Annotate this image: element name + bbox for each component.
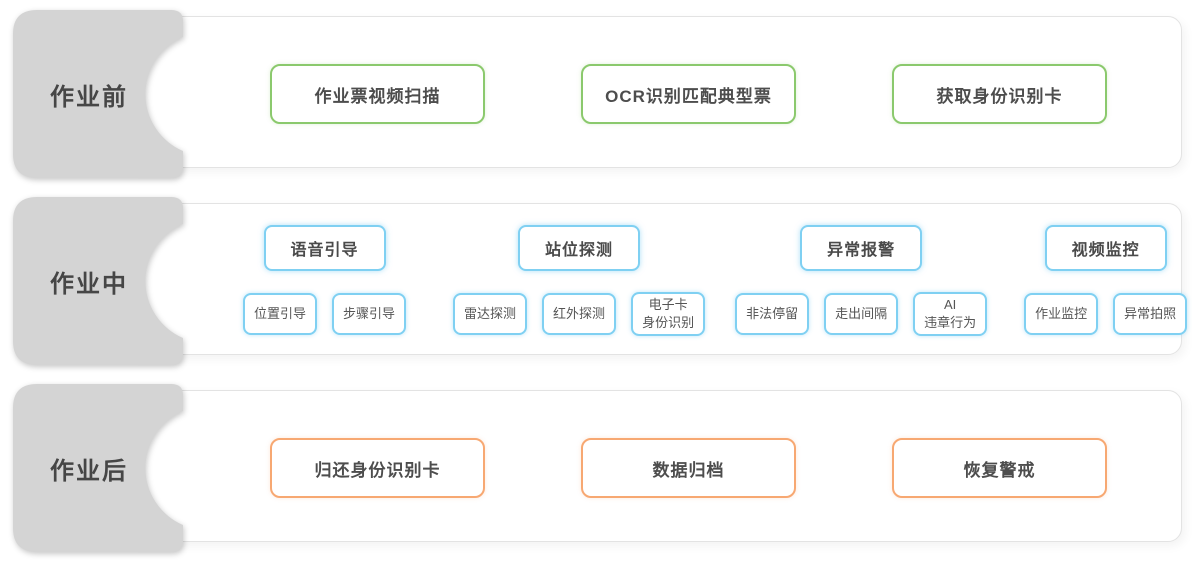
- phase-tab-shape: [13, 384, 183, 552]
- sub-box-infrared-detect: 红外探测: [542, 293, 617, 335]
- phase-tab-shape: [13, 197, 183, 365]
- group-header-voice-guide: 语音引导: [263, 225, 386, 271]
- group-header-abnormal-alarm: 异常报警: [800, 225, 923, 271]
- sub-box-ai-violation: AI 违章行为: [913, 291, 988, 337]
- phase-before-steps: 作业票视频扫描 OCR识别匹配典型票 获取身份识别卡: [270, 64, 1107, 124]
- step-box-ticket-video-scan: 作业票视频扫描: [270, 64, 485, 124]
- phase-row-before: 作业前 作业票视频扫描 OCR识别匹配典型票 获取身份识别卡: [0, 10, 1200, 178]
- phase-row-after: 作业后 归还身份识别卡 数据归档 恢复警戒: [0, 384, 1200, 552]
- group-video-monitor: 视频监控 作业监控 异常拍照: [1024, 225, 1188, 338]
- phase-tab-shape: [13, 10, 183, 178]
- sub-box-position-guide: 位置引导: [243, 293, 318, 335]
- phase-label-after: 作业后: [50, 457, 128, 485]
- phase-after-steps: 归还身份识别卡 数据归档 恢复警戒: [270, 438, 1107, 498]
- group-items-station-detect: 雷达探测 红外探测 电子卡 身份识别: [453, 290, 706, 338]
- sub-box-illegal-stay: 非法停留: [735, 293, 810, 335]
- group-station-detect: 站位探测 雷达探测 红外探测 电子卡 身份识别: [453, 225, 706, 338]
- sub-box-radar-detect: 雷达探测: [453, 293, 528, 335]
- sub-box-work-monitor: 作业监控: [1024, 293, 1099, 335]
- sub-box-abnormal-snapshot: 异常拍照: [1113, 293, 1188, 335]
- group-items-abnormal-alarm: 非法停留 走出间隔 AI 违章行为: [735, 290, 988, 338]
- group-items-video-monitor: 作业监控 异常拍照: [1024, 290, 1188, 338]
- sub-box-leave-interval: 走出间隔: [824, 293, 899, 335]
- step-box-restore-alert: 恢复警戒: [892, 438, 1107, 498]
- phase-tab-during: 作业中: [13, 197, 183, 365]
- sub-box-ecard-identity: 电子卡 身份识别: [631, 291, 706, 337]
- group-header-video-monitor: 视频监控: [1044, 225, 1167, 271]
- phase-tab-after: 作业后: [13, 384, 183, 552]
- phase-tab-before: 作业前: [13, 10, 183, 178]
- sub-box-step-guide: 步骤引导: [332, 293, 407, 335]
- phase-label-before: 作业前: [50, 83, 128, 111]
- group-header-station-detect: 站位探测: [518, 225, 641, 271]
- phase-label-during: 作业中: [50, 270, 128, 298]
- step-box-data-archive: 数据归档: [581, 438, 796, 498]
- step-box-return-id-card: 归还身份识别卡: [270, 438, 485, 498]
- phase-during-groups: 语音引导 位置引导 步骤引导 站位探测 雷达探测 红外探测 电子卡 身份识别 异…: [243, 225, 1188, 338]
- phase-row-during: 作业中 语音引导 位置引导 步骤引导 站位探测 雷达探测 红外探测 电子卡 身份…: [0, 197, 1200, 365]
- group-voice-guide: 语音引导 位置引导 步骤引导: [243, 225, 407, 338]
- group-items-voice-guide: 位置引导 步骤引导: [243, 290, 407, 338]
- step-box-get-id-card: 获取身份识别卡: [892, 64, 1107, 124]
- group-abnormal-alarm: 异常报警 非法停留 走出间隔 AI 违章行为: [735, 225, 988, 338]
- step-box-ocr-match-ticket: OCR识别匹配典型票: [581, 64, 796, 124]
